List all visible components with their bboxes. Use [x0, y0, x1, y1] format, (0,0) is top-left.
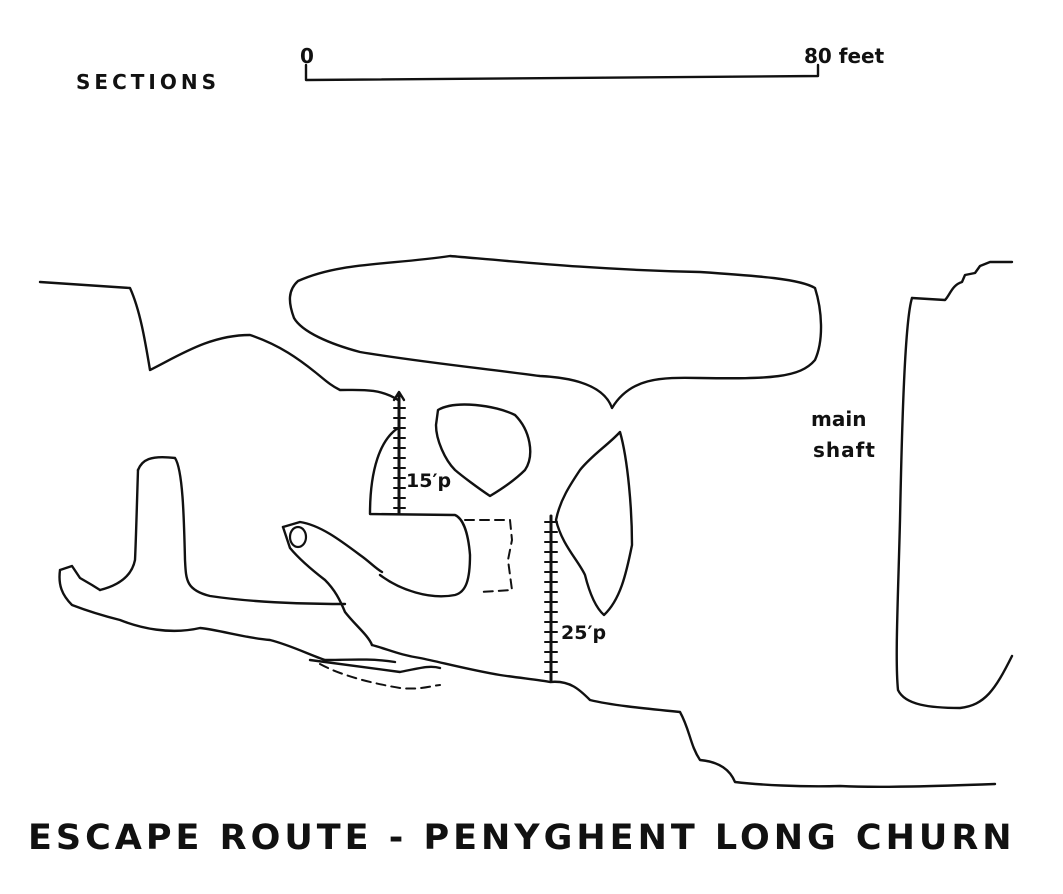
page-title: ESCAPE ROUTE - PENYGHENT LONG CHURN: [28, 818, 1016, 858]
ladder-25ft: [544, 514, 558, 682]
main-floor-outline: [370, 643, 997, 789]
left-aven-outline: [136, 456, 347, 606]
pitch-label-25ft: 25′p: [561, 622, 607, 644]
roof-block-outline: [288, 254, 823, 410]
unsurveyed-passage-dashed: [464, 519, 513, 593]
pitch-label-15ft: 15′p: [406, 470, 452, 492]
sections-label: SECTIONS: [76, 70, 220, 94]
main-shaft-wall: [895, 296, 1014, 710]
main-shaft-label-line1: main: [811, 407, 867, 431]
tube-outline: [281, 520, 384, 574]
upper-boulder-outline: [434, 403, 532, 498]
scale-start-label: 0: [300, 44, 314, 68]
lower-left-floor-detail: [308, 658, 442, 674]
tube-entrance: [288, 525, 308, 549]
lower-left-floor: [58, 564, 397, 664]
lower-dashed-passage: [319, 663, 441, 690]
tube-lower-wall: [281, 525, 374, 647]
passage-roof-outline: [38, 280, 400, 402]
scale-end-label: 80 feet: [804, 44, 885, 68]
scale-bar: [304, 63, 820, 82]
left-aven-wall: [98, 468, 140, 592]
right-boulder-outline: [554, 430, 634, 617]
ladder-15ft: [392, 390, 406, 516]
main-shaft-label-line2: shaft: [813, 438, 876, 462]
main-shaft-outline: [910, 260, 1014, 302]
upper-pitch-chamber: [368, 426, 472, 598]
